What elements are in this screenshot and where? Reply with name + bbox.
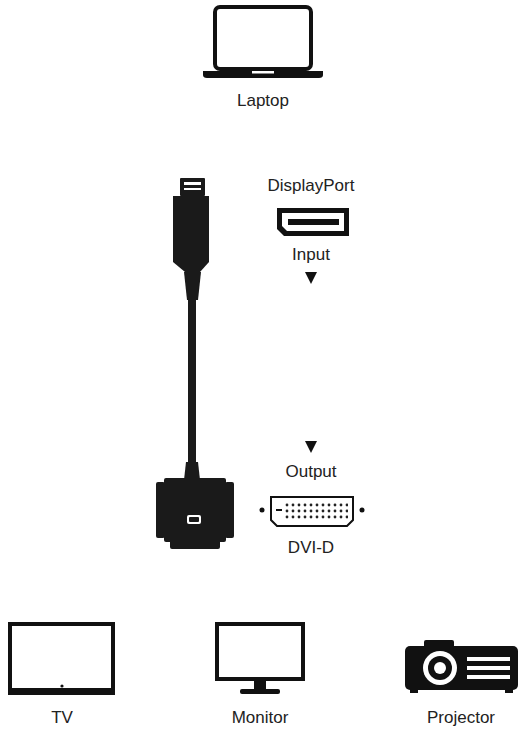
displayport-port-icon	[277, 208, 349, 236]
projector-icon	[405, 640, 518, 693]
device-label: Projector	[427, 708, 495, 728]
monitor-icon	[217, 624, 303, 694]
down-arrow	[305, 441, 317, 453]
device-label: Monitor	[232, 708, 289, 728]
direction-label: Input	[292, 245, 330, 265]
port-name: DisplayPort	[268, 176, 355, 196]
device-label: TV	[51, 708, 73, 728]
direction-label: Output	[285, 462, 336, 482]
laptop-icon	[203, 7, 323, 78]
device-label: Laptop	[237, 91, 289, 111]
dvi-port-icon	[260, 497, 365, 526]
cable-illustration	[156, 178, 234, 549]
tv-icon	[8, 624, 115, 695]
port-name: DVI-D	[288, 538, 334, 558]
down-arrow	[305, 272, 317, 284]
